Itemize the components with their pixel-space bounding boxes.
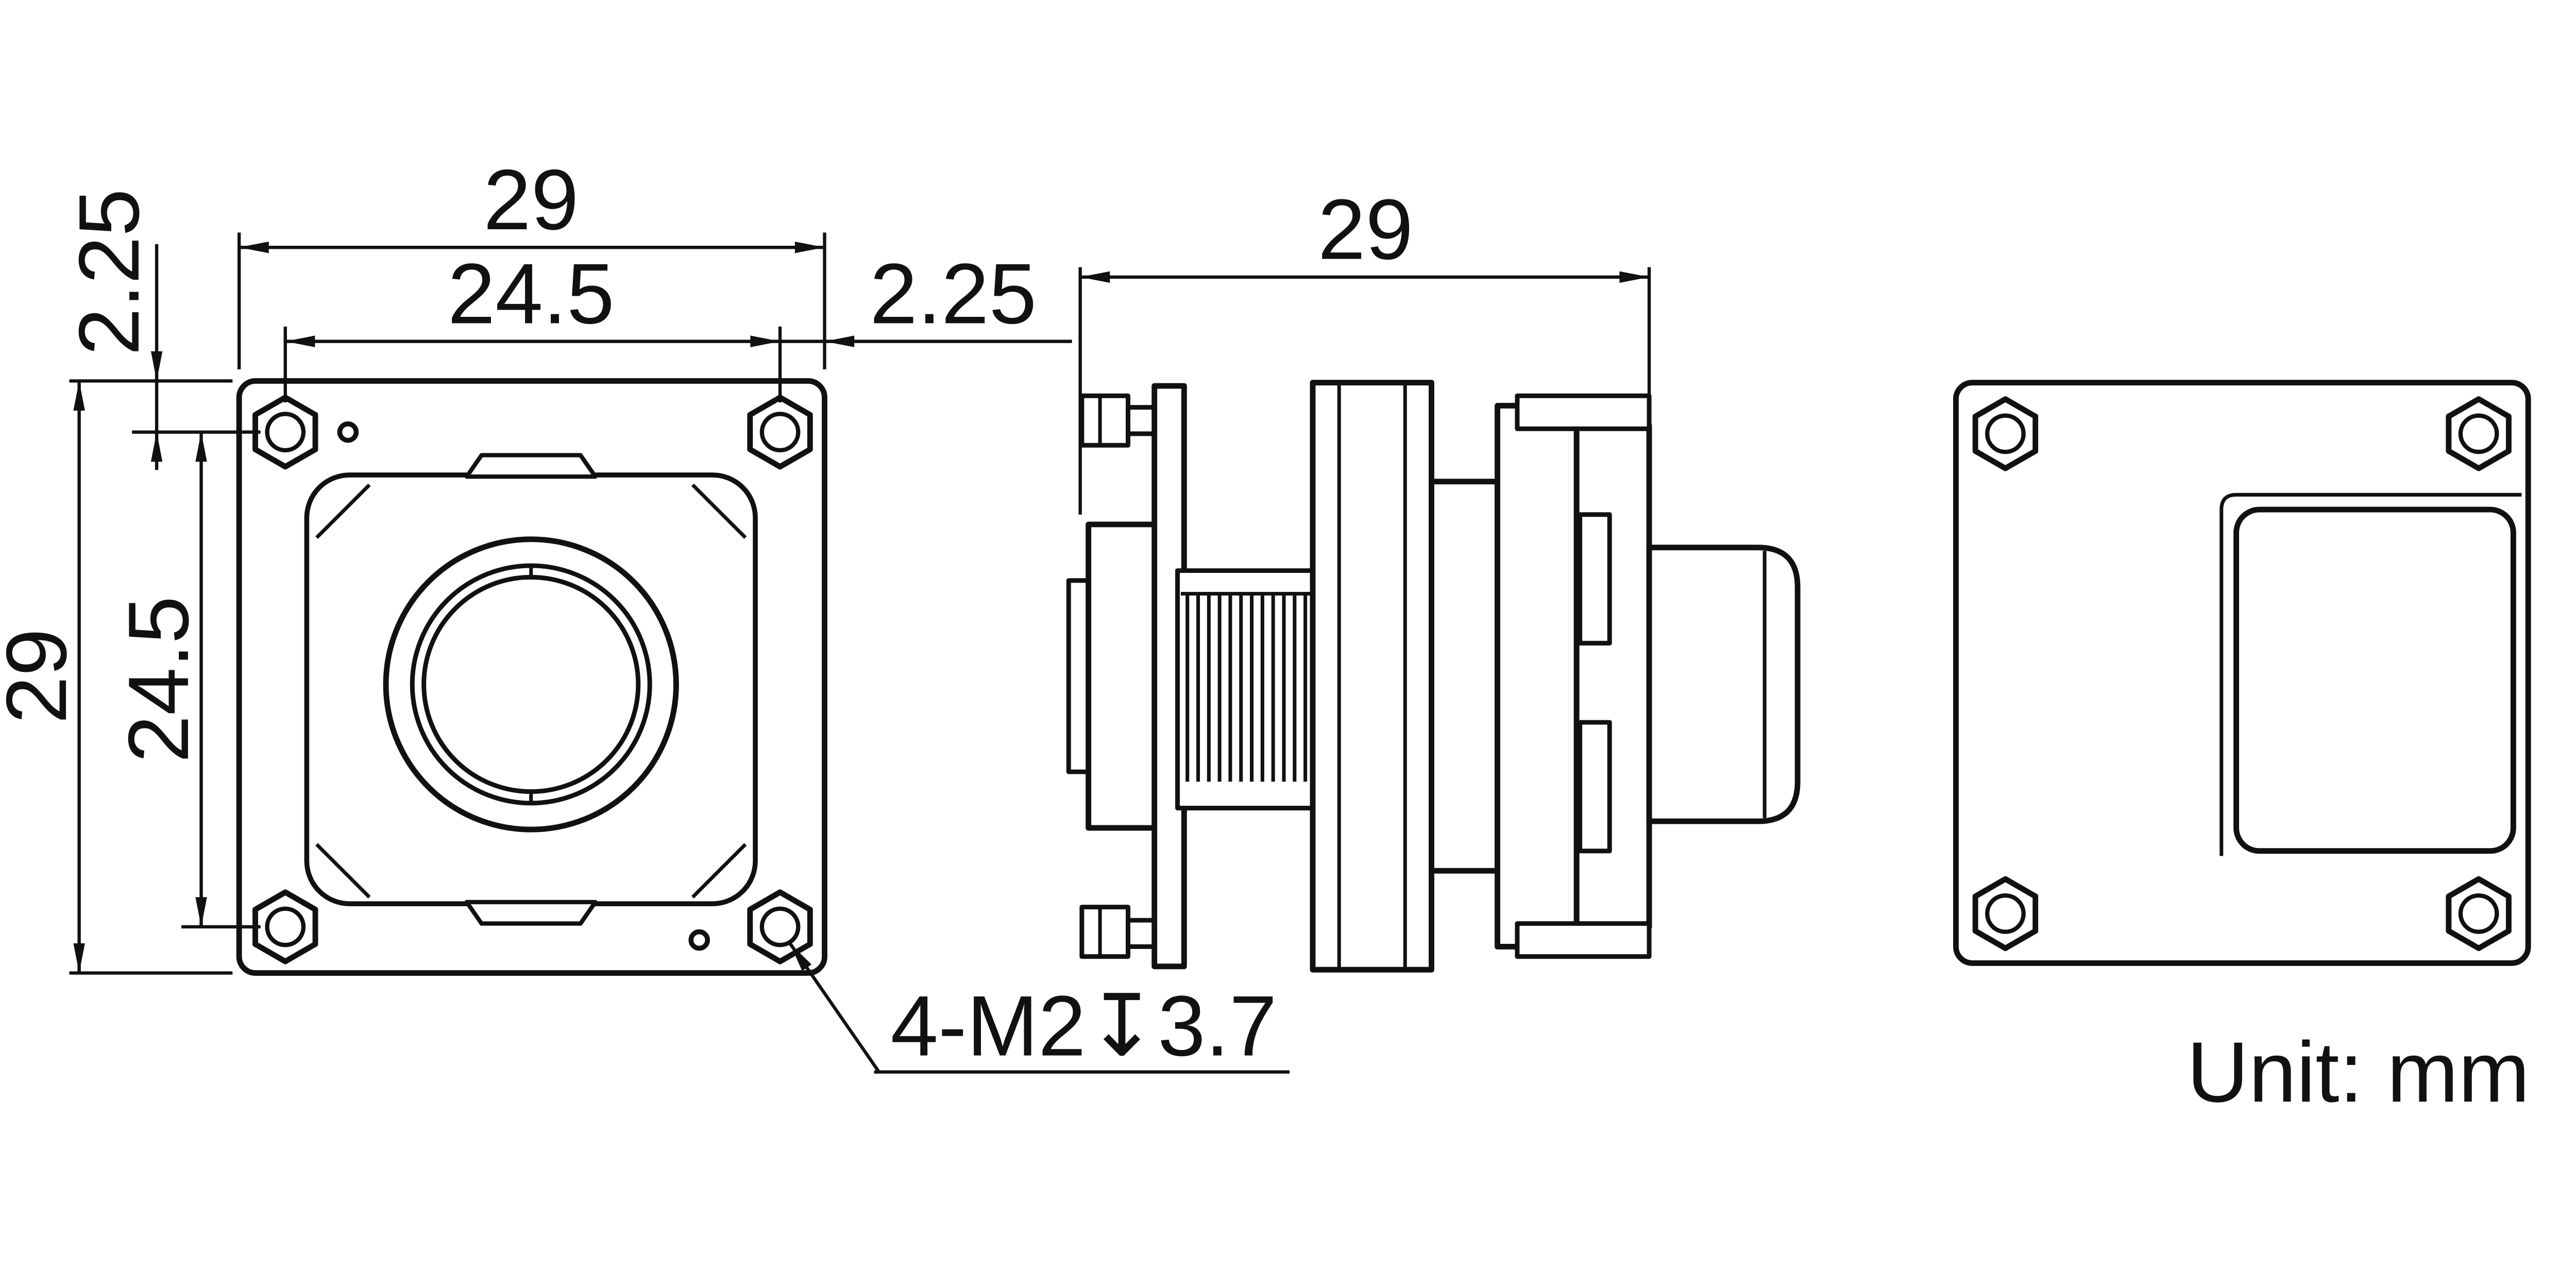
plate-chamfer-top-left xyxy=(315,483,371,539)
side-top-step xyxy=(1515,393,1652,431)
back-recess-opening xyxy=(2233,506,2516,854)
side-bottom-step xyxy=(1515,921,1652,959)
plate-chamfer-top-right xyxy=(691,483,747,539)
dim-arrow xyxy=(1080,271,1110,283)
side-back-plate xyxy=(1495,403,1580,950)
locating-pin-hole xyxy=(688,929,710,951)
dim-text-offset-top: 2.25 xyxy=(61,189,157,355)
dim-text-width-outer: 29 xyxy=(483,152,579,248)
mounting-hole-hex xyxy=(750,397,810,466)
mounting-hole-hex xyxy=(1975,399,2036,468)
dim-arrow xyxy=(195,432,207,462)
side-view xyxy=(1066,380,1801,973)
mounting-hole-hex xyxy=(256,397,316,466)
rj45-contact-pins xyxy=(1185,594,1308,782)
dim-arrow xyxy=(1619,271,1650,283)
lens-barrel xyxy=(1646,545,1801,824)
dim-text-width-inner: 24.5 xyxy=(448,246,615,342)
lens-inner-circle xyxy=(421,574,641,794)
mounting-hole-hex xyxy=(750,892,810,961)
thread-note-text: 4-M2↧3.7 xyxy=(891,978,1277,1074)
unit-label: Unit: mm xyxy=(2187,1024,2530,1120)
back-view xyxy=(1953,380,2531,966)
dim-arrow xyxy=(750,335,781,347)
dim-text-offset-right: 2.25 xyxy=(870,246,1037,342)
locating-pin-hole xyxy=(337,421,359,443)
plate-chamfer-bottom-right xyxy=(691,843,747,899)
mounting-hole-hex xyxy=(2449,879,2509,948)
plate-tab-bottom xyxy=(464,900,598,926)
dim-text-depth: 29 xyxy=(1318,182,1413,278)
mounting-hole-hex xyxy=(256,892,316,961)
dim-arrow xyxy=(239,241,269,253)
dim-arrow xyxy=(73,381,85,411)
dim-arrow xyxy=(73,943,85,973)
screw-head-bottom xyxy=(1079,905,1130,959)
plate-chamfer-bottom-left xyxy=(315,843,371,899)
plate-tab-top xyxy=(464,453,598,479)
dim-arrow xyxy=(150,432,163,462)
side-view-dimension: 29 xyxy=(1078,182,1651,515)
dim-arrow xyxy=(150,351,163,381)
leader-arrow xyxy=(790,943,812,971)
dim-arrow xyxy=(794,241,825,253)
front-view-dimensions: 29 24.5 2.25 2.25 29 24.5 xyxy=(0,152,1072,975)
side-slot-top xyxy=(1578,512,1612,646)
side-flange xyxy=(1310,380,1434,973)
back-recess-step-line xyxy=(2219,493,2522,856)
front-view xyxy=(236,378,827,976)
dim-text-height-outer: 29 xyxy=(0,629,84,724)
mounting-hole-hex xyxy=(2449,399,2509,468)
side-mid-body xyxy=(1429,479,1500,874)
side-slot-bottom xyxy=(1578,720,1612,854)
dim-text-height-inner: 24.5 xyxy=(111,596,207,763)
thread-note-leader: 4-M2↧3.7 xyxy=(788,942,1290,1074)
dim-arrow xyxy=(824,335,855,347)
dim-arrow xyxy=(195,897,207,927)
mounting-hole-hex xyxy=(1975,879,2036,948)
screw-head-top xyxy=(1079,393,1130,448)
dim-arrow xyxy=(285,335,315,347)
